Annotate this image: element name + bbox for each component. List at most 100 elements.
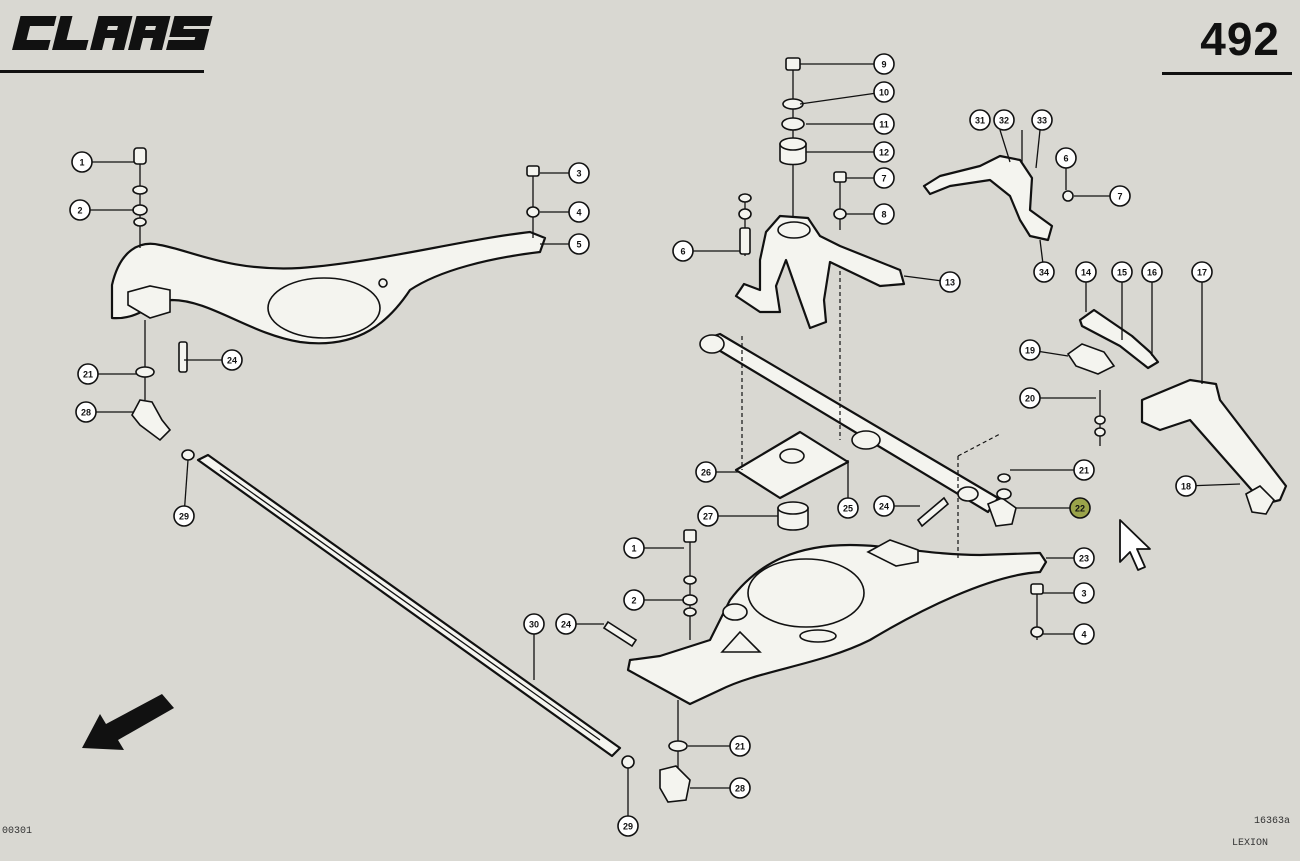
callout-circle xyxy=(1191,261,1213,283)
callout-34: 34 xyxy=(1033,239,1055,283)
callout-circle xyxy=(1055,147,1077,169)
callout-13: 13 xyxy=(903,271,961,293)
callout-circle xyxy=(1175,475,1197,497)
callout-10: 10 xyxy=(799,81,895,105)
callout-circle xyxy=(1109,185,1131,207)
callout-3: 3 xyxy=(540,162,590,184)
callout-number: 25 xyxy=(843,504,853,514)
header-rule-right xyxy=(1162,72,1292,75)
right-steering-arm xyxy=(602,529,1048,803)
callout-circle xyxy=(568,201,590,223)
footer-right-code: 16363a xyxy=(1254,816,1291,827)
callout-number: 24 xyxy=(879,502,889,512)
callout-29: 29 xyxy=(617,768,639,837)
callout-number: 33 xyxy=(1037,116,1047,126)
callout-25: 25 xyxy=(837,460,859,519)
left-steering-arm xyxy=(110,147,547,461)
callout-circle xyxy=(1111,261,1133,283)
callout-number: 14 xyxy=(1081,268,1091,278)
callout-circle xyxy=(729,735,751,757)
callout-19: 19 xyxy=(1019,339,1069,361)
callout-1: 1 xyxy=(71,151,134,173)
callout-circle xyxy=(873,495,895,517)
callout-circle xyxy=(873,81,895,103)
callout-number: 2 xyxy=(77,206,82,216)
callout-circle xyxy=(69,199,91,221)
callout-14: 14 xyxy=(1075,261,1097,312)
callout-number: 34 xyxy=(1039,268,1049,278)
callout-circle xyxy=(1031,109,1053,131)
callout-number: 15 xyxy=(1117,268,1127,278)
callout-circle xyxy=(873,167,895,189)
callout-number: 28 xyxy=(81,408,91,418)
callout-circle xyxy=(75,401,97,423)
claas-logo xyxy=(12,16,213,50)
callout-circle xyxy=(71,151,93,173)
callout-number: 3 xyxy=(1081,589,1086,599)
callout-number: 2 xyxy=(631,596,636,606)
callout-circle xyxy=(1073,623,1095,645)
callout-circle xyxy=(1033,261,1055,283)
mouse-pointer-icon xyxy=(1119,519,1151,571)
footer-left-code: 00301 xyxy=(2,826,33,837)
callout-11: 11 xyxy=(806,113,895,135)
callout-circle xyxy=(939,271,961,293)
callout-number: 24 xyxy=(561,620,571,630)
callout-30: 30 xyxy=(523,613,545,680)
callout-5: 5 xyxy=(540,233,590,255)
callout-7: 7 xyxy=(1074,185,1131,207)
callout-circle xyxy=(1073,582,1095,604)
callout-circle xyxy=(873,203,895,225)
tie-rod xyxy=(196,453,635,769)
callout-number: 6 xyxy=(680,247,685,257)
callout-number: 23 xyxy=(1079,554,1089,564)
callout-4: 4 xyxy=(540,201,590,223)
callout-number: 13 xyxy=(945,278,955,288)
callout-number: 7 xyxy=(1117,192,1122,202)
callout-21: 21 xyxy=(77,363,136,385)
callout-circle xyxy=(969,109,991,131)
callout-number: 22 xyxy=(1075,504,1085,514)
callout-31: 31 xyxy=(969,109,991,131)
callout-circle xyxy=(695,461,717,483)
callout-circle xyxy=(1073,459,1095,481)
callout-number: 30 xyxy=(529,620,539,630)
callout-18: 18 xyxy=(1175,475,1241,497)
callout-16: 16 xyxy=(1141,261,1163,356)
steering-cylinder xyxy=(699,250,1017,560)
callout-circle xyxy=(1075,261,1097,283)
callout-number: 6 xyxy=(1063,154,1068,164)
callout-circle xyxy=(1019,387,1041,409)
callout-number: 9 xyxy=(881,60,886,70)
callout-15: 15 xyxy=(1111,261,1133,340)
callout-leader xyxy=(799,91,885,105)
upper-right-levers xyxy=(922,129,1288,515)
callout-21: 21 xyxy=(688,735,751,757)
callout-circle xyxy=(623,537,645,559)
callout-number: 11 xyxy=(879,120,889,130)
callout-circle xyxy=(221,349,243,371)
callout-number: 10 xyxy=(879,88,889,98)
callout-2: 2 xyxy=(623,589,684,611)
footer-right-model: LEXION xyxy=(1232,838,1269,849)
top-bracket xyxy=(734,57,906,330)
callout-circle xyxy=(523,613,545,635)
callout-number: 32 xyxy=(999,116,1009,126)
callout-circle xyxy=(173,505,195,527)
callout-number: 24 xyxy=(227,356,237,366)
callout-28: 28 xyxy=(690,777,751,799)
callout-number: 20 xyxy=(1025,394,1035,404)
callout-circle xyxy=(873,113,895,135)
callout-number: 1 xyxy=(631,544,636,554)
callout-number: 5 xyxy=(576,240,581,250)
callout-circle xyxy=(1069,497,1091,519)
callout-20: 20 xyxy=(1019,387,1096,409)
callout-23: 23 xyxy=(1046,547,1095,569)
callout-circle xyxy=(837,497,859,519)
callout-number: 29 xyxy=(179,512,189,522)
callout-number: 8 xyxy=(881,210,886,220)
callout-3: 3 xyxy=(1043,582,1095,604)
